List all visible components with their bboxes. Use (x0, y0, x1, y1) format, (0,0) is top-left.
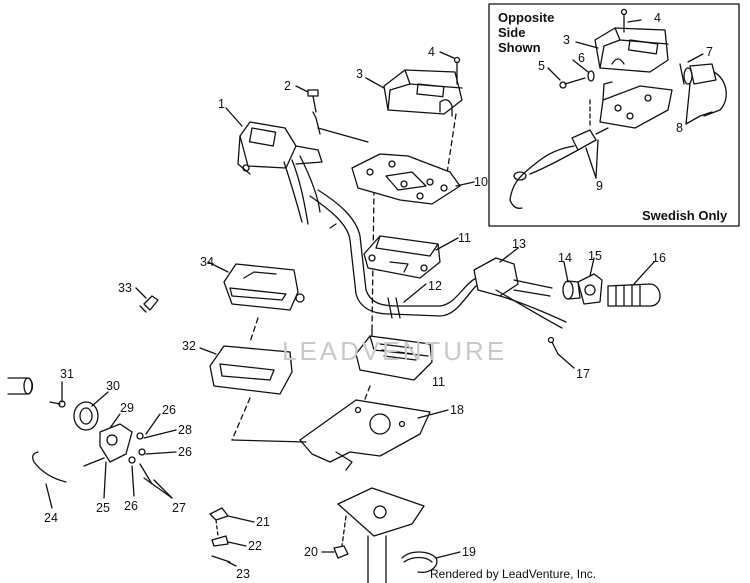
callout-inset-6: 6 (578, 51, 585, 65)
callout-33: 33 (118, 281, 132, 295)
handlebar (309, 189, 501, 319)
screw (453, 56, 461, 85)
callout-inset-3: 3 (563, 33, 570, 47)
speedometer-housing (209, 345, 293, 395)
callout-29: 29 (120, 401, 134, 415)
callout-15: 15 (588, 249, 602, 263)
callout-22: 22 (248, 539, 262, 553)
throttle-housing (577, 273, 603, 305)
inset-title-line-3: Shown (498, 40, 541, 55)
mount-plate (299, 399, 431, 471)
callout-23: 23 (236, 567, 250, 581)
callout-inset-4: 4 (654, 11, 661, 25)
callout-1: 1 (218, 97, 225, 111)
callout-4: 4 (428, 45, 435, 59)
callout-10: 10 (474, 175, 488, 189)
callout-inset-8: 8 (676, 121, 683, 135)
callout-27: 27 (172, 501, 186, 515)
callout-34: 34 (200, 255, 214, 269)
callout-20: 20 (304, 545, 318, 559)
callout-16: 16 (652, 251, 666, 265)
small-screw (547, 336, 559, 355)
callout-19: 19 (462, 545, 476, 559)
hand-grip (607, 283, 661, 307)
callout-12: 12 (428, 279, 442, 293)
inset-title-line-1: Opposite (498, 10, 554, 25)
switch-housing (383, 69, 463, 117)
inset-panel (488, 3, 740, 227)
master-cylinder (237, 121, 323, 225)
callout-21: 21 (256, 515, 270, 529)
callout-31: 31 (60, 367, 74, 381)
bulb-socket (139, 295, 159, 313)
callout-3: 3 (356, 67, 363, 81)
callout-inset-7: 7 (706, 45, 713, 59)
upper-clamp (351, 153, 461, 205)
speedometer (223, 263, 305, 311)
callout-14: 14 (558, 251, 572, 265)
callout-11-upper: 11 (458, 231, 471, 245)
callout-24: 24 (44, 511, 58, 525)
callout-11-lower: 11 (432, 375, 445, 389)
brake-lever (473, 257, 567, 329)
riser-upper (363, 235, 441, 279)
callout-30: 30 (106, 379, 120, 393)
callout-17: 17 (576, 367, 590, 381)
callout-inset-5: 5 (538, 59, 545, 73)
nut (333, 515, 349, 559)
callout-26-bottom: 26 (124, 499, 138, 513)
cable-assembly (7, 377, 153, 485)
callout-26-right: 26 (178, 445, 192, 459)
callout-32: 32 (182, 339, 196, 353)
credit-text: Rendered by LeadVenture, Inc. (430, 567, 596, 581)
callout-13: 13 (512, 237, 526, 251)
callout-26-top: 26 (162, 403, 176, 417)
inset-footer: Swedish Only (642, 208, 728, 223)
callout-18: 18 (450, 403, 464, 417)
callout-2: 2 (284, 79, 291, 93)
steering-post (337, 487, 425, 583)
watermark-text: LEADVENTURE (282, 336, 507, 366)
clip-bracket (209, 507, 231, 563)
throttle-spacer (562, 280, 581, 300)
inset-title-line-2: Side (498, 25, 525, 40)
callout-inset-9: 9 (596, 179, 603, 193)
callout-28: 28 (178, 423, 192, 437)
bolt (307, 89, 321, 135)
callout-25: 25 (96, 501, 110, 515)
riser-lower (355, 335, 433, 381)
